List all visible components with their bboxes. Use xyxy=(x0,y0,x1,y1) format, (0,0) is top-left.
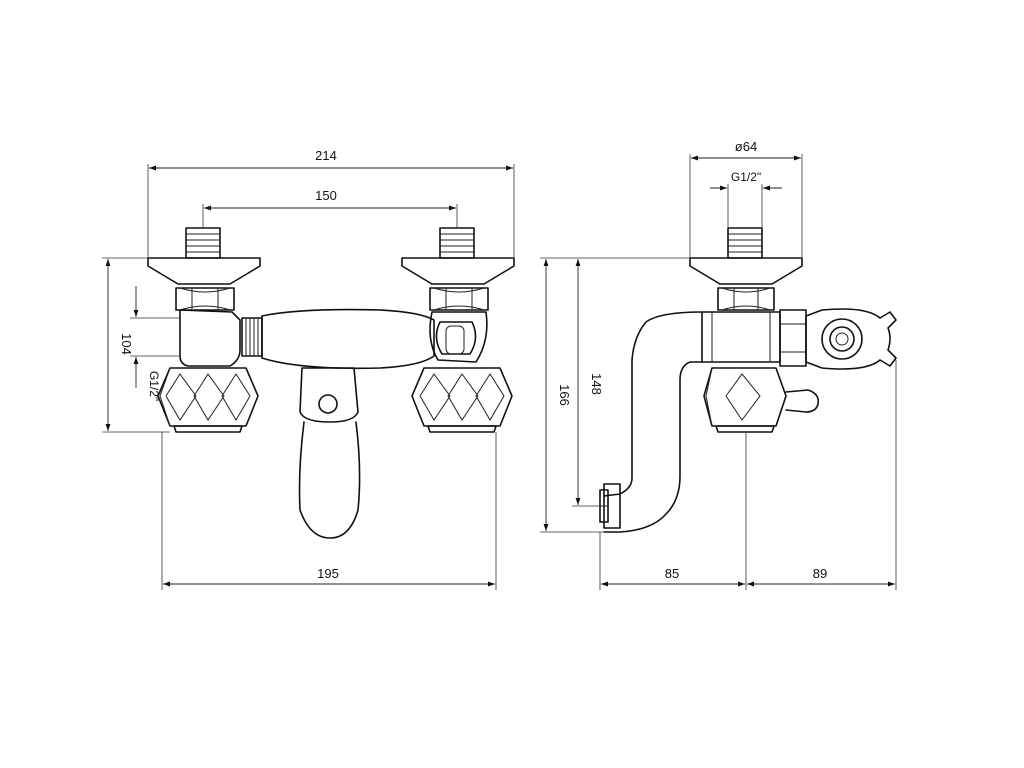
side-inlet xyxy=(689,227,803,311)
right-handle xyxy=(411,367,513,433)
dim-150-label: 150 xyxy=(315,188,337,203)
dim-195-label: 195 xyxy=(317,566,339,581)
dim-148-label: 148 xyxy=(589,373,604,395)
mixer-body xyxy=(241,308,435,370)
side-spout xyxy=(599,311,703,533)
side-handle xyxy=(703,367,820,433)
side-view: ø64 G1/2" 166 148 85 xyxy=(540,139,897,590)
front-view: 214 150 104 G1/2" 195 xyxy=(102,148,515,590)
dim-thread-front-label: G1/2" xyxy=(147,371,161,401)
left-handle xyxy=(157,367,259,433)
dimension-195: 195 xyxy=(161,432,497,590)
dimension-thread-front: G1/2" xyxy=(130,286,180,401)
left-inlet xyxy=(147,227,261,367)
dimension-166: 166 xyxy=(540,257,690,533)
dimension-104: 104 xyxy=(102,257,170,433)
dim-214-label: 214 xyxy=(315,148,337,163)
dimension-148: 148 xyxy=(572,259,604,507)
dimension-thread-side: G1/2" xyxy=(710,170,782,228)
side-body xyxy=(701,309,807,367)
dimension-89: 89 xyxy=(747,360,897,590)
shower-holder xyxy=(805,308,897,370)
right-inlet xyxy=(401,227,515,363)
dim-166-label: 166 xyxy=(557,384,572,406)
dim-89-label: 89 xyxy=(813,566,827,581)
dim-104-label: 104 xyxy=(119,333,134,355)
dimension-214: 214 xyxy=(147,148,515,258)
dim-85-label: 85 xyxy=(665,566,679,581)
dimension-diameter: ø64 xyxy=(689,139,803,258)
dim-thread-side-label: G1/2" xyxy=(731,170,761,184)
dimension-85: 85 xyxy=(599,432,747,590)
dimension-150: 150 xyxy=(202,188,458,228)
dim-diameter-label: ø64 xyxy=(735,139,757,154)
diverter-lever xyxy=(298,367,361,539)
